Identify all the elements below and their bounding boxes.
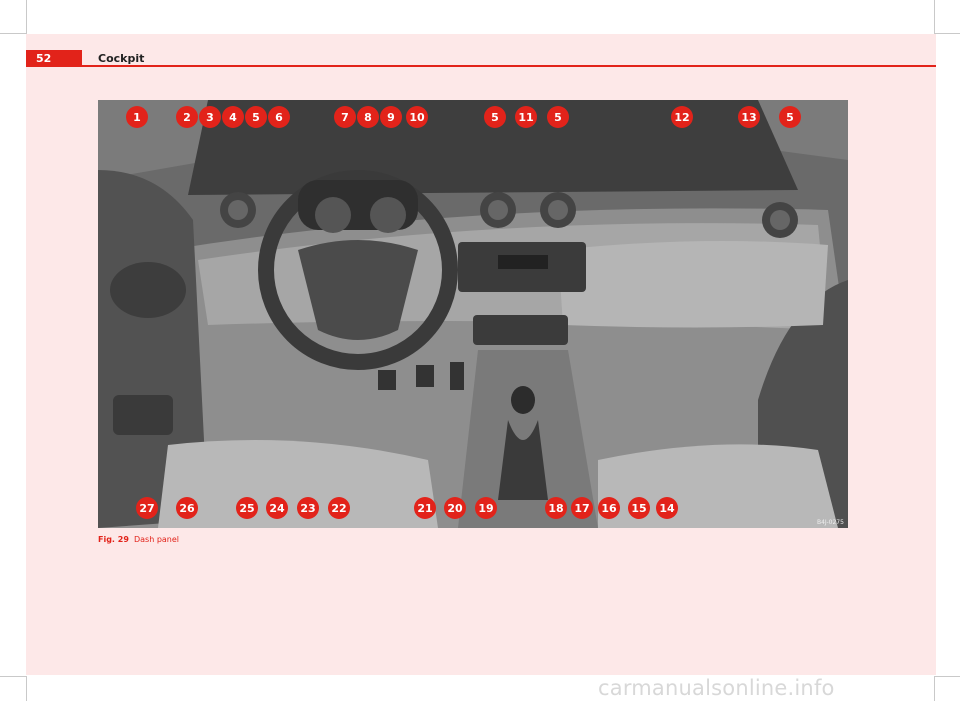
crop-mark bbox=[26, 676, 27, 701]
callout-label: 22 bbox=[328, 497, 350, 519]
dash-panel-figure: B4J-0275 bbox=[98, 100, 848, 528]
callout-label: 16 bbox=[598, 497, 620, 519]
callout-label: 1 bbox=[126, 106, 148, 128]
header-rule bbox=[82, 65, 936, 67]
callout-label: 27 bbox=[136, 497, 158, 519]
svg-text:2: 2 bbox=[183, 111, 191, 124]
svg-text:17: 17 bbox=[574, 502, 589, 515]
crop-mark bbox=[26, 0, 27, 34]
watermark: carmanualsonline.info bbox=[598, 676, 835, 700]
figure-label: Fig. 29 bbox=[98, 535, 129, 544]
callout-label: 6 bbox=[268, 106, 290, 128]
callout-label: 17 bbox=[571, 497, 593, 519]
svg-text:3: 3 bbox=[206, 111, 214, 124]
svg-text:24: 24 bbox=[269, 502, 285, 515]
svg-text:13: 13 bbox=[741, 111, 756, 124]
svg-text:6: 6 bbox=[275, 111, 283, 124]
image-reference: B4J-0275 bbox=[817, 519, 844, 526]
callout-label: 5 bbox=[484, 106, 506, 128]
section-title: Cockpit bbox=[98, 52, 145, 65]
callout-label: 21 bbox=[414, 497, 436, 519]
page-number: 52 bbox=[26, 50, 82, 67]
callout-label: 23 bbox=[297, 497, 319, 519]
callout-label: 10 bbox=[406, 106, 428, 128]
dashboard-illustration bbox=[98, 100, 848, 528]
svg-text:26: 26 bbox=[179, 502, 195, 515]
callout-label: 3 bbox=[199, 106, 221, 128]
svg-text:5: 5 bbox=[554, 111, 562, 124]
callout-label: 18 bbox=[545, 497, 567, 519]
callout-label: 5 bbox=[245, 106, 267, 128]
svg-text:1: 1 bbox=[133, 111, 141, 124]
callout-label: 19 bbox=[475, 497, 497, 519]
callout-label: 11 bbox=[515, 106, 537, 128]
svg-text:19: 19 bbox=[478, 502, 493, 515]
figure-caption-text: Dash panel bbox=[133, 535, 180, 544]
callout-label: 7 bbox=[334, 106, 356, 128]
svg-text:4: 4 bbox=[229, 111, 237, 124]
svg-text:12: 12 bbox=[674, 111, 689, 124]
crop-mark bbox=[934, 676, 960, 677]
svg-text:8: 8 bbox=[364, 111, 372, 124]
callout-label: 8 bbox=[357, 106, 379, 128]
callout-label: 13 bbox=[738, 106, 760, 128]
svg-text:21: 21 bbox=[417, 502, 432, 515]
crop-mark bbox=[934, 676, 935, 701]
callout-label: 14 bbox=[656, 497, 678, 519]
callout-label: 15 bbox=[628, 497, 650, 519]
svg-text:9: 9 bbox=[387, 111, 395, 124]
crop-mark bbox=[0, 33, 26, 34]
callout-label: 25 bbox=[236, 497, 258, 519]
crop-mark bbox=[934, 33, 960, 34]
callout-label: 24 bbox=[266, 497, 288, 519]
svg-text:5: 5 bbox=[491, 111, 499, 124]
callout-label: 5 bbox=[547, 106, 569, 128]
svg-text:5: 5 bbox=[786, 111, 794, 124]
svg-text:7: 7 bbox=[341, 111, 349, 124]
callout-label: 4 bbox=[222, 106, 244, 128]
svg-text:20: 20 bbox=[447, 502, 463, 515]
svg-text:10: 10 bbox=[409, 111, 425, 124]
callout-label: 20 bbox=[444, 497, 466, 519]
svg-text:22: 22 bbox=[331, 502, 346, 515]
callout-label: 2 bbox=[176, 106, 198, 128]
svg-text:16: 16 bbox=[601, 502, 617, 515]
callout-label: 5 bbox=[779, 106, 801, 128]
svg-text:23: 23 bbox=[300, 502, 315, 515]
figure-caption: Fig. 29 Dash panel bbox=[98, 535, 179, 544]
callout-label: 26 bbox=[176, 497, 198, 519]
crop-mark bbox=[0, 676, 26, 677]
svg-text:5: 5 bbox=[252, 111, 260, 124]
svg-text:18: 18 bbox=[548, 502, 563, 515]
callout-label: 9 bbox=[380, 106, 402, 128]
svg-text:27: 27 bbox=[139, 502, 154, 515]
crop-mark bbox=[934, 0, 935, 34]
svg-text:14: 14 bbox=[659, 502, 675, 515]
callout-label: 12 bbox=[671, 106, 693, 128]
svg-text:11: 11 bbox=[518, 111, 533, 124]
svg-text:25: 25 bbox=[239, 502, 254, 515]
svg-text:15: 15 bbox=[631, 502, 646, 515]
